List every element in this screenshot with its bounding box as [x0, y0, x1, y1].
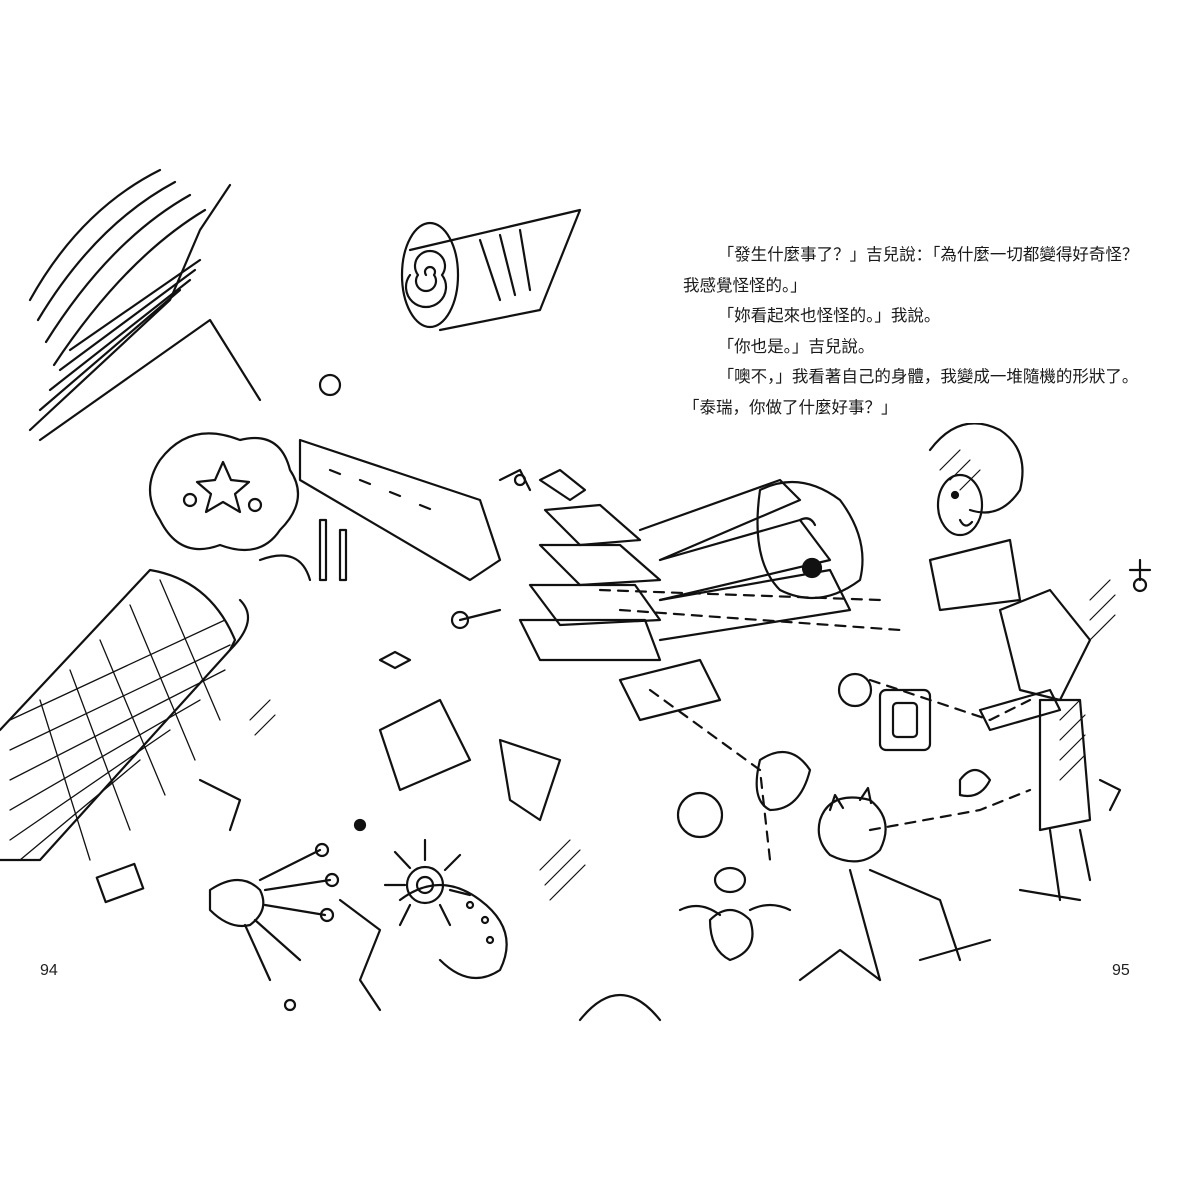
net-cone — [0, 568, 250, 862]
paragraph-4: 「噢不，」我看著自己的身體，我變成一堆隨機的形狀了。「泰瑞，你做了什麼好事？」 — [683, 367, 1139, 417]
hatch-marks — [249, 449, 1116, 901]
cat-figure — [798, 786, 992, 982]
scattered-shapes — [95, 373, 1152, 1022]
spiral-cone — [400, 208, 582, 332]
duck-figure — [678, 866, 792, 962]
paragraph-1: 「發生什麼事了？」吉兒說：「為什麼一切都變得好奇怪？我感覺怪怪的。」 — [683, 245, 1139, 295]
story-text: 「發生什麼事了？」吉兒說：「為什麼一切都變得好奇怪？我感覺怪怪的。」 「妳看起來… — [683, 240, 1153, 423]
fan-lines — [28, 168, 262, 442]
paragraph-2: 「妳看起來也怪怪的。」我說。 — [717, 306, 941, 325]
staircase — [518, 468, 852, 662]
patterned-blob — [149, 432, 300, 552]
paragraph-3: 「你也是。」吉兒說。 — [717, 336, 875, 356]
long-pipe-machine — [298, 438, 532, 582]
motion-dashes — [598, 588, 1032, 862]
tentacle-thing — [208, 842, 340, 982]
burst-shape — [383, 838, 472, 927]
page-number-right: 95 — [1112, 962, 1130, 979]
angular-figure — [978, 588, 1092, 902]
furry-creature — [756, 480, 864, 600]
wavy-snake — [398, 883, 508, 980]
curly-hair-character — [928, 422, 1024, 612]
page-number-left: 94 — [40, 962, 58, 979]
